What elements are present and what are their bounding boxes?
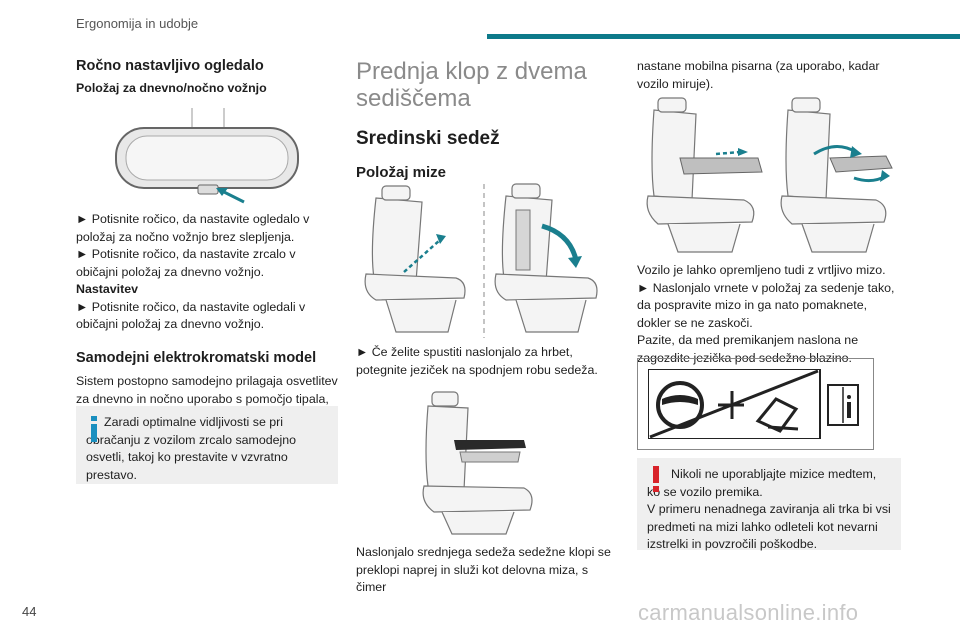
warning-note-text: Nikoli ne uporabljajte mizice medtem, ko… <box>647 467 877 499</box>
adjustment-label: Nastavitev <box>76 282 138 296</box>
auto-mirror-title: Samodejni elektrokromatski model <box>76 349 317 366</box>
bench-title: Prednja klop z dvema sediščema <box>356 58 587 112</box>
swivel-instructions: Vozilo je lahko opremljeno tudi z vrtlji… <box>637 262 903 367</box>
mirror-step-night: ► Potisnite ročico, da nastavite ogledal… <box>76 212 310 244</box>
mirror-title: Ročno nastavljivo ogledalo <box>76 58 264 74</box>
mirror-illustration <box>115 108 299 204</box>
caution-text: Pazite, da med premikanjem naslona ne za… <box>637 333 859 365</box>
swivel-table-text: Vozilo je lahko opremljeno tudi z vrtlji… <box>637 263 886 277</box>
seat-table-illustration <box>422 391 533 535</box>
warning-note-detail: V primeru nenadnega zaviranja ali trka b… <box>647 502 891 551</box>
backrest-return-step: ► Naslonjalo vrnete v položaj za sedenje… <box>637 280 895 330</box>
mirror-step-adjust: ► Potisnite ročico, da nastavite ogledal… <box>76 299 306 332</box>
table-description: Naslonjalo srednjega sedeža sedežne klop… <box>356 544 618 597</box>
info-icon <box>91 416 97 442</box>
column-middle: Prednja klop z dvema sediščema Sredinski… <box>356 58 611 181</box>
warning-note: Nikoli ne uporabljajte mizice medtem, ko… <box>637 458 901 551</box>
watermark: carmanualsonline.info <box>638 600 859 625</box>
seat-fold-illustration <box>364 183 598 338</box>
column-right: nastane mobilna pisarna (za uporabo, kad… <box>637 58 903 93</box>
mirror-subtitle: Položaj za dnevno/nočno vožnjo <box>76 80 267 95</box>
table-description-text: Naslonjalo srednjega sedeža sedežne klop… <box>356 545 611 594</box>
mobile-office-text: nastane mobilna pisarna (za uporabo, kad… <box>637 59 880 91</box>
center-seat-title: Sredinski sedež <box>356 128 500 149</box>
column-left: Ročno nastavljivo ogledalo Položaj za dn… <box>76 58 338 97</box>
swivel-table-illustration <box>646 97 893 253</box>
running-header: Ergonomija in udobje <box>76 16 199 31</box>
mirror-step-day: ► Potisnite ročico, da nastavite zrcalo … <box>76 247 296 279</box>
page-number: 44 <box>22 604 37 619</box>
info-note-text: Zaradi optimalne vidljivosti se pri obra… <box>86 415 297 482</box>
no-table-while-driving-icon <box>648 369 859 439</box>
header-accent-bar <box>487 34 960 39</box>
mirror-instructions: ► Potisnite ročico, da nastavite ogledal… <box>76 211 338 426</box>
warning-icon <box>653 466 659 492</box>
table-step-text: ► Če želite spustiti naslonjalo za hrbet… <box>356 345 598 377</box>
warning-pictogram <box>637 358 874 450</box>
info-note: Zaradi optimalne vidljivosti se pri obra… <box>76 406 338 484</box>
table-position-title: Položaj mize <box>356 163 447 181</box>
table-step: ► Če želite spustiti naslonjalo za hrbet… <box>356 344 611 379</box>
